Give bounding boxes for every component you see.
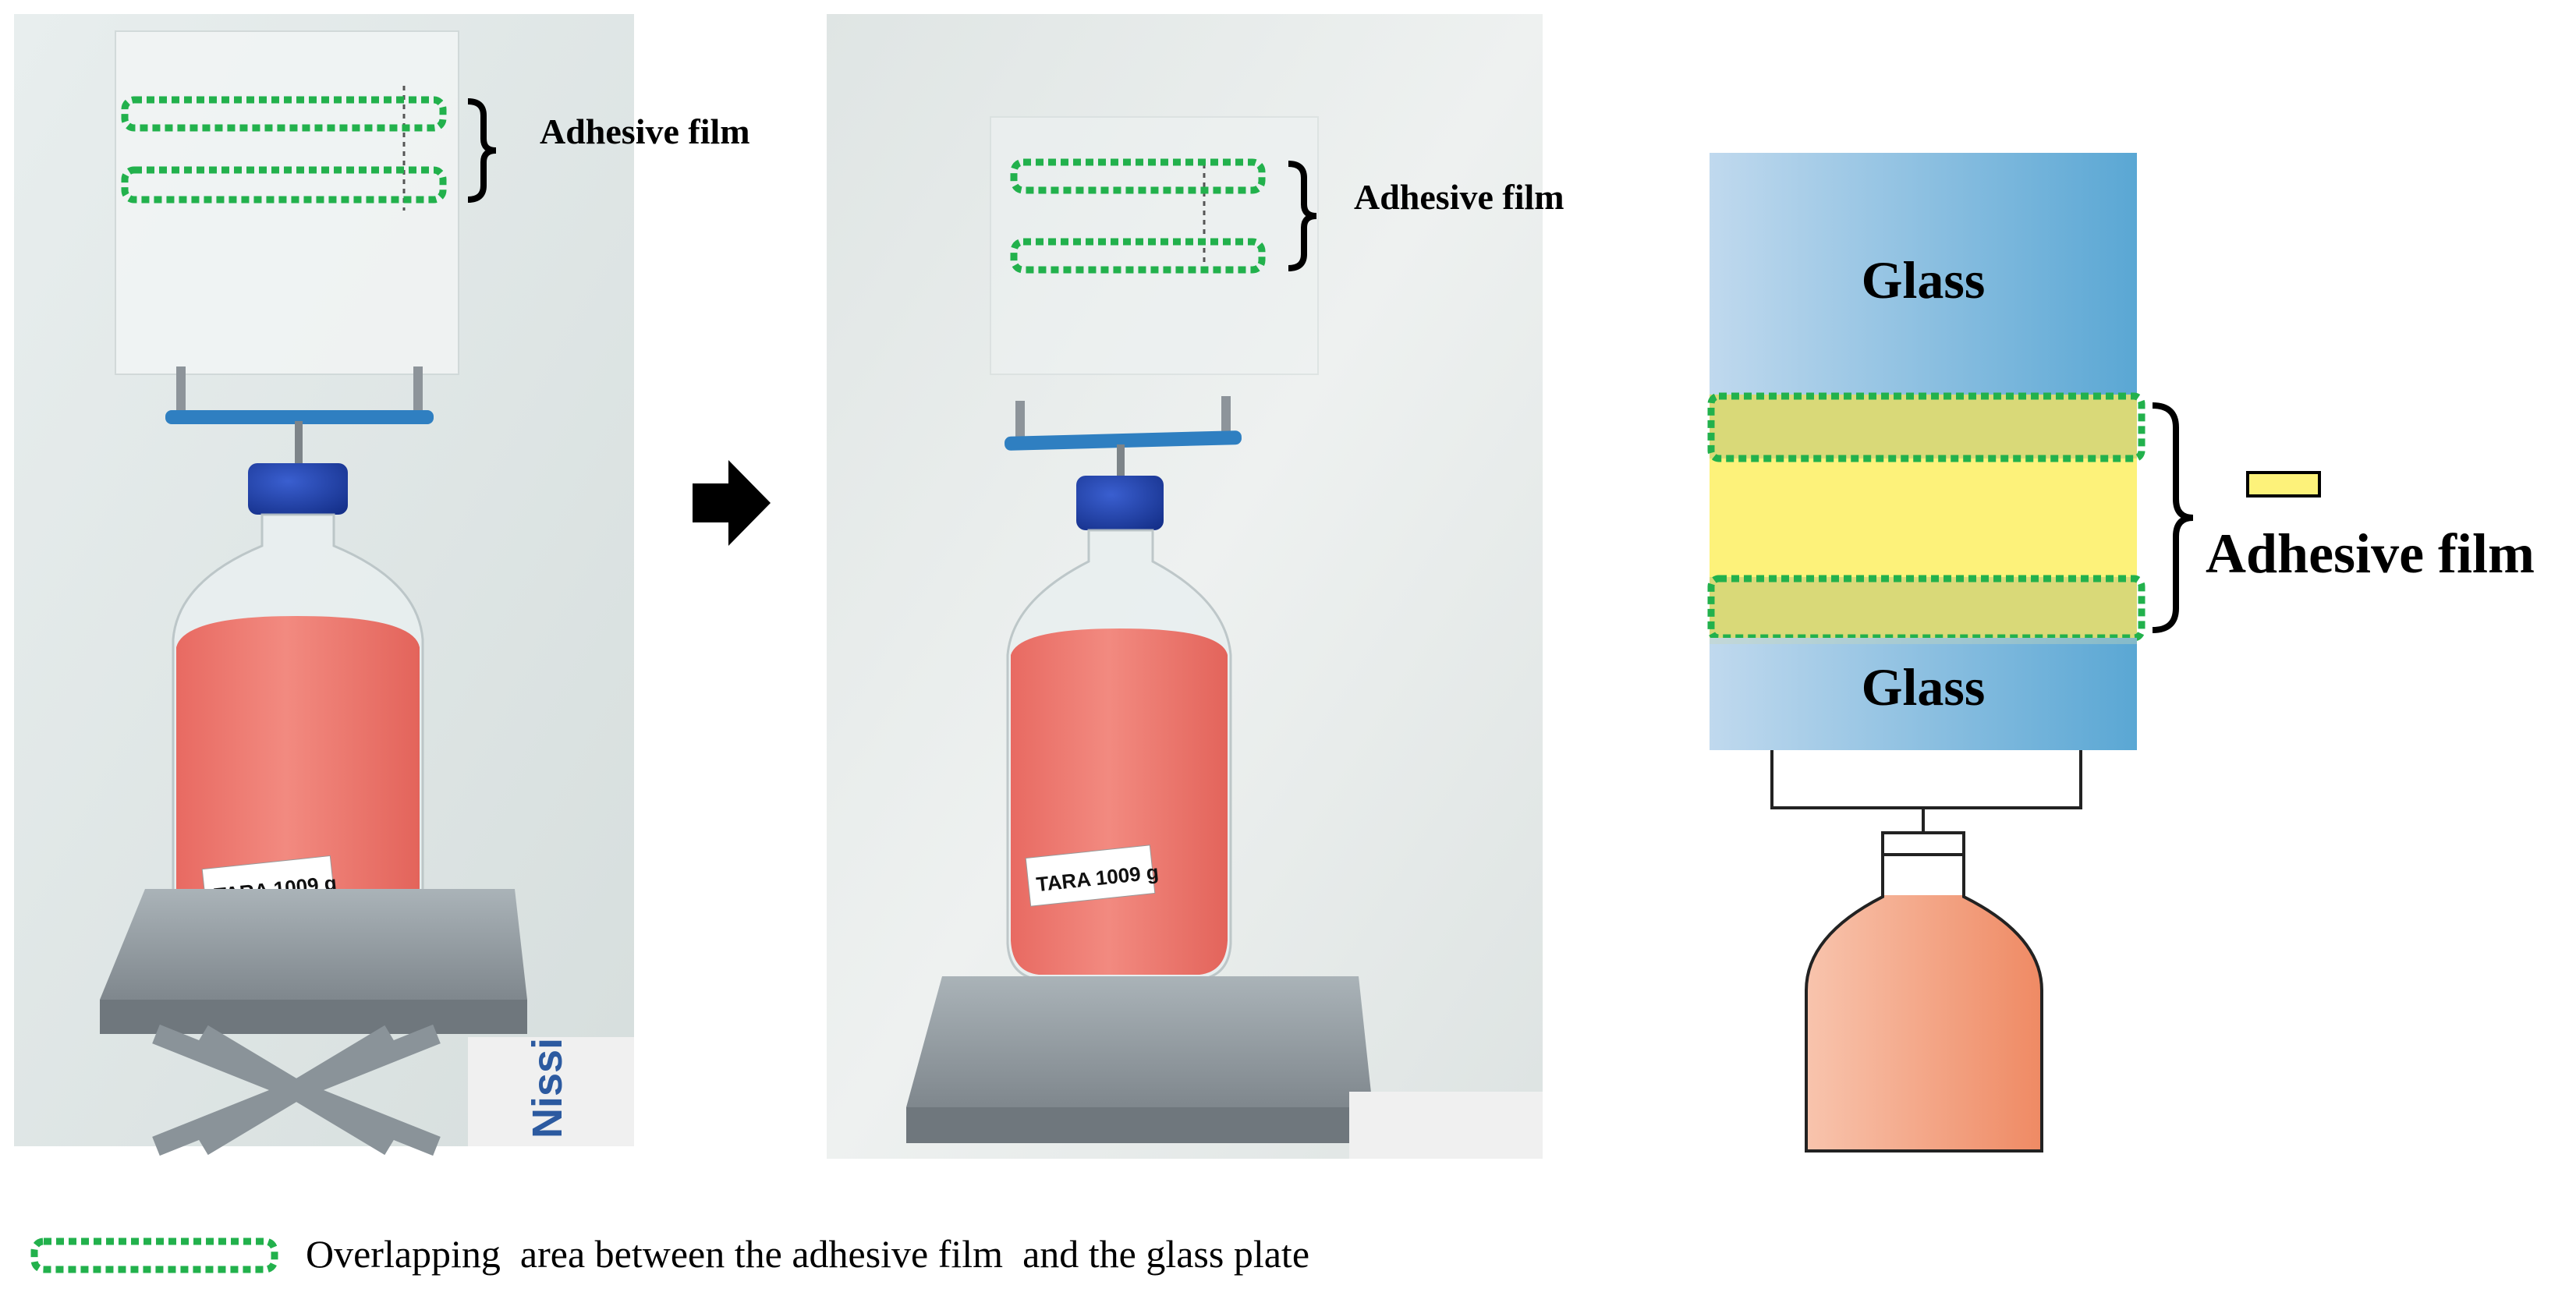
schematic-bottle-headspace: [1883, 855, 1964, 895]
legend: Overlapping area between the adhesive fi…: [30, 1232, 1309, 1276]
photo-2-hanger-post-left: [1015, 401, 1025, 448]
photo-1: Adhesive film TARA 1009 g Nissi: [14, 14, 750, 1156]
photo-2-hanger-rod: [1117, 444, 1125, 482]
right-arrow-icon: [693, 460, 771, 546]
schematic-overlap-top-border: [1707, 392, 2145, 462]
photo-1-film-label: Adhesive film: [540, 112, 750, 151]
schematic-bottle-liquid: [1806, 855, 2042, 1151]
photo-2-bottle-cap: [1076, 476, 1164, 530]
photo-1-overlap-bottom: [121, 166, 447, 204]
photo-1-overlap-top: [121, 96, 447, 132]
schematic-overlap-top: [1710, 395, 2137, 459]
schematic-film-label: Adhesive film: [2206, 522, 2535, 585]
schematic-bottle-cap: [1881, 831, 1965, 856]
schematic: Glass Glass Adhesive film: [1707, 153, 2535, 1153]
photo-2-glass-plate: [990, 116, 1319, 375]
schematic-film-swatch: [2246, 471, 2321, 497]
photo-2-hanger-bar: [1005, 430, 1242, 451]
photo-1-hanger-post-right: [413, 366, 423, 413]
schematic-overlap-bottom: [1710, 577, 2137, 638]
photo-2-film-label: Adhesive film: [1354, 177, 1564, 217]
photo-1-package: [468, 1037, 634, 1146]
schematic-bottle-outline: [1805, 853, 2043, 1153]
schematic-bottom-glass-label: Glass: [1862, 657, 1986, 717]
photo-1-package-text: Nissi: [524, 1038, 571, 1138]
photo-2-bottle: TARA 1009 g: [1006, 476, 1232, 981]
photo-2-bottle-liquid: [1011, 628, 1228, 975]
schematic-bracket: [2152, 402, 2194, 633]
photo-1-hanger-post-left: [176, 366, 186, 413]
schematic-hanger: [1770, 750, 2082, 809]
photo-1-jack-plate: [100, 889, 527, 1000]
schematic-bottom-glass-overlap: [1710, 638, 2137, 644]
photo-2-bracket: [1288, 161, 1317, 271]
legend-text: Overlapping area between the adhesive fi…: [306, 1232, 1309, 1276]
photo-2: Adhesive film TARA 1009 g: [827, 14, 1564, 1159]
photo-1-jack-plate-edge: [100, 1000, 527, 1034]
photo-1-hanger-rod: [295, 421, 303, 472]
photo-1-hanger-bar: [165, 410, 434, 424]
photo-2-bottle-label-bg: [1025, 844, 1156, 907]
photo-1-jack-scissor: [152, 1024, 441, 1156]
schematic-top-glass-label: Glass: [1862, 250, 1986, 310]
photo-2-package: [1349, 1092, 1543, 1159]
photo-1-bottle-cap: [248, 463, 348, 515]
photo-1-lab-jack: Nissi: [100, 889, 634, 1156]
photo-2-lab-jack: [906, 976, 1543, 1159]
legend-overlap-swatch: [30, 1237, 278, 1273]
photo-2-overlap-bottom: [1010, 238, 1266, 274]
photo-1-bracket: [467, 98, 497, 203]
photo-2-jack-plate-edge: [906, 1107, 1373, 1143]
schematic-bottom-glass: [1710, 638, 2137, 750]
photo-2-jack-plate: [906, 976, 1373, 1107]
photo-2-overlap-top: [1010, 158, 1266, 194]
